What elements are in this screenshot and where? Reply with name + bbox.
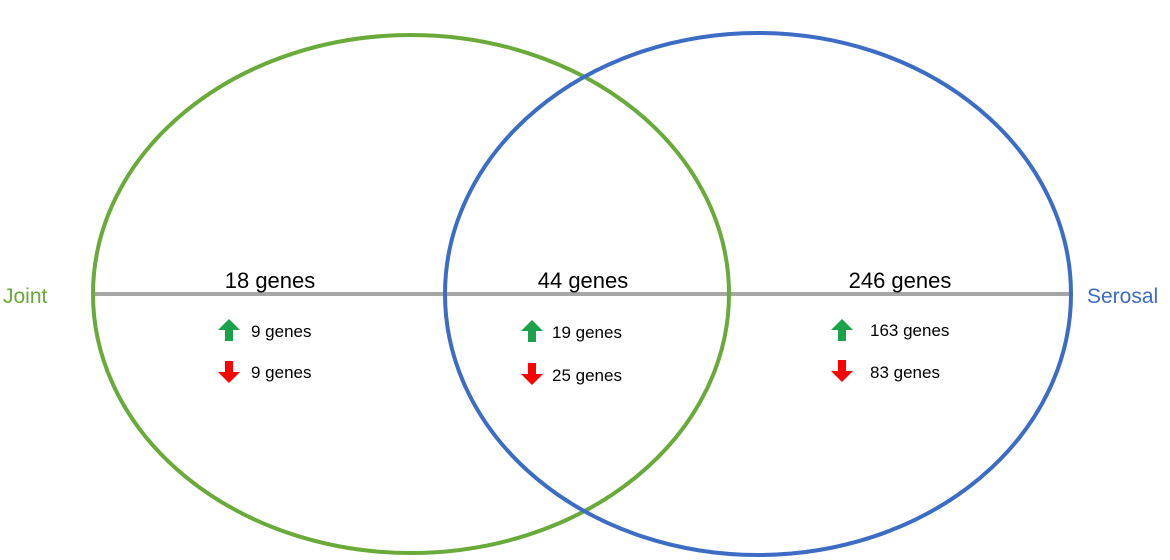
shared-total: 44 genes <box>538 268 629 293</box>
joint-circle <box>91 33 731 555</box>
joint-only-total: 18 genes <box>225 268 316 293</box>
up-arrow-icon <box>521 320 543 342</box>
down-arrow-icon <box>218 361 240 383</box>
down-arrow-icon <box>831 360 853 382</box>
serosal-circle <box>443 31 1073 557</box>
up-arrow-icon <box>218 319 240 341</box>
serosal-only-total: 246 genes <box>849 268 952 293</box>
joint-only-up: 9 genes <box>251 322 312 341</box>
joint-only-down: 9 genes <box>251 363 312 382</box>
serosal-only-down: 83 genes <box>870 363 940 382</box>
shared-up: 19 genes <box>552 323 622 342</box>
set-label-joint: Joint <box>3 285 48 308</box>
down-arrow-icon <box>521 363 543 385</box>
shared-down: 25 genes <box>552 366 622 385</box>
serosal-only-up: 163 genes <box>870 321 949 340</box>
up-arrow-icon <box>831 319 853 341</box>
set-label-serosal: Serosal <box>1087 285 1158 308</box>
